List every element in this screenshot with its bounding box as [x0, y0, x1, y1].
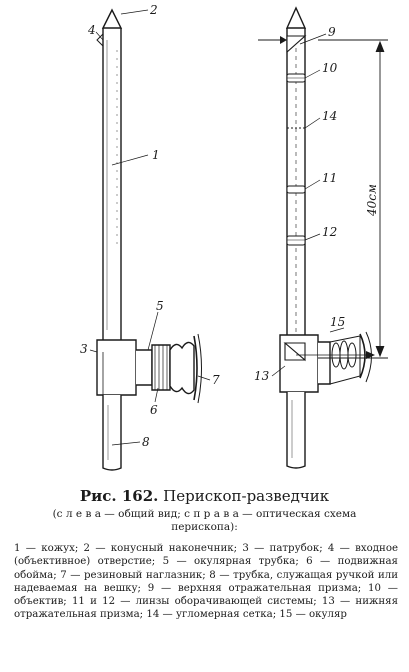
periscope-figure: 1 2 3 4 5 6 7 8 9 10 11 12 13 14 15 40см [80, 3, 388, 471]
caption-title: Перископ-разведчик [163, 487, 330, 505]
eyepiece-tube [136, 349, 153, 386]
label-8: 8 [142, 435, 150, 449]
label-2: 2 [149, 3, 158, 17]
movable-collar [151, 344, 171, 391]
relay-lens-11 [286, 185, 306, 194]
caption-subtitle: (с л е в а — общий вид; с п р а в а — оп… [52, 508, 357, 533]
label-10: 10 [322, 61, 338, 75]
dimension-line [318, 39, 388, 359]
label-14: 14 [322, 109, 337, 123]
rubber-eyecup [169, 341, 195, 395]
lower-prism [283, 342, 306, 362]
figure-caption: Рис. 162. Перископ-разведчик (с л е в а … [0, 486, 409, 534]
label-4: 4 [87, 23, 96, 37]
label-11: 11 [322, 171, 337, 185]
conical-tip [101, 8, 123, 29]
label-3: 3 [80, 342, 88, 356]
handle-tube [102, 395, 122, 471]
label-13: 13 [254, 369, 270, 383]
scheme-tip [285, 6, 307, 29]
label-12: 12 [322, 225, 337, 239]
branch-pipe [96, 339, 137, 396]
scheme-handle-tube [286, 392, 306, 469]
relay-lens-12 [286, 235, 306, 246]
label-7: 7 [212, 373, 220, 387]
label-1: 1 [152, 148, 160, 162]
scheme-eyepiece-tube [318, 341, 331, 385]
casing-tube [102, 28, 122, 340]
objective-opening [96, 33, 104, 47]
caption-number: Рис. 162. [79, 487, 159, 505]
label-9: 9 [328, 25, 336, 39]
upper-prism [286, 35, 307, 54]
figure-legend: 1 — кожух; 2 — конусный наконечник; 3 — … [14, 543, 398, 621]
label-15: 15 [330, 315, 345, 329]
caption-title-line: Рис. 162. Перископ-разведчик [0, 486, 409, 506]
optical-scheme [258, 6, 375, 469]
dimension-label: 40см [365, 184, 379, 217]
label-5: 5 [156, 299, 164, 313]
periscope-general-view [96, 8, 202, 471]
label-6: 6 [150, 403, 158, 417]
